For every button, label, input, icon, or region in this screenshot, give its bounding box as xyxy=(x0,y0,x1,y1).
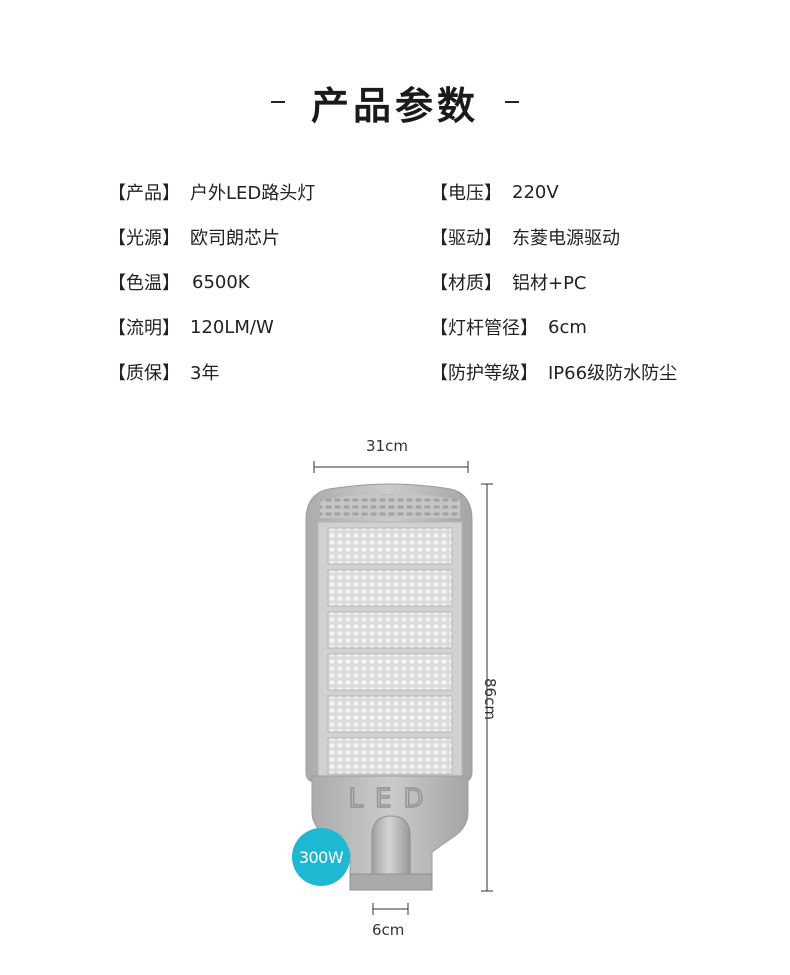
pole-dimension-line xyxy=(372,903,409,915)
led-modules xyxy=(327,527,453,775)
page-title: 产品参数 xyxy=(310,83,479,128)
height-dimension-line xyxy=(481,483,493,892)
spec-value: 户外LED路头灯 xyxy=(190,183,316,204)
dimension-pole-label: 6cm xyxy=(372,921,405,939)
spec-value: 120LM/W xyxy=(190,316,274,338)
spec-value: 东菱电源驱动 xyxy=(512,228,620,249)
spec-value: 3年 xyxy=(190,363,220,384)
dimension-width-label: 31cm xyxy=(366,437,408,455)
spec-lumen: 【流明】 120LM/W xyxy=(108,314,274,340)
spec-value: 220V xyxy=(512,181,559,203)
embossed-led-text: LED xyxy=(349,784,436,814)
spec-key: 【色温】 xyxy=(108,273,180,294)
spec-material: 【材质】 铝材+PC xyxy=(430,269,587,295)
spec-key: 【电压】 xyxy=(430,183,502,204)
lamp-head xyxy=(305,483,473,783)
spec-key: 【材质】 xyxy=(430,273,502,294)
spec-value: 6cm xyxy=(548,316,587,338)
spec-key: 【产品】 xyxy=(108,183,180,204)
title-dash-right xyxy=(505,101,519,103)
spec-product: 【产品】 户外LED路头灯 xyxy=(108,179,315,205)
spec-value: 欧司朗芯片 xyxy=(190,228,280,249)
width-dimension-line xyxy=(313,461,469,473)
spec-key: 【流明】 xyxy=(108,318,180,339)
spec-color-temperature: 【色温】 6500K xyxy=(108,269,250,295)
spec-light-source: 【光源】 欧司朗芯片 xyxy=(108,224,280,250)
spec-value: IP66级防水防尘 xyxy=(548,363,678,384)
spec-pole-diameter: 【灯杆管径】 6cm xyxy=(430,314,587,340)
title-dash-left xyxy=(270,101,285,103)
power-badge: 300W xyxy=(292,828,350,886)
page-title-row: 产品参数 xyxy=(0,74,790,130)
pole-neck xyxy=(349,815,433,891)
spec-key: 【光源】 xyxy=(108,228,180,249)
spec-voltage: 【电压】 220V xyxy=(430,179,559,205)
spec-value: 铝材+PC xyxy=(512,273,587,294)
spec-key: 【防护等级】 xyxy=(430,363,538,384)
spec-driver: 【驱动】 东菱电源驱动 xyxy=(430,224,620,250)
spec-key: 【质保】 xyxy=(108,363,180,384)
spec-key: 【驱动】 xyxy=(430,228,502,249)
spec-key: 【灯杆管径】 xyxy=(430,318,538,339)
spec-protection-rating: 【防护等级】 IP66级防水防尘 xyxy=(430,359,677,385)
spec-warranty: 【质保】 3年 xyxy=(108,359,219,385)
spec-value: 6500K xyxy=(192,271,250,293)
